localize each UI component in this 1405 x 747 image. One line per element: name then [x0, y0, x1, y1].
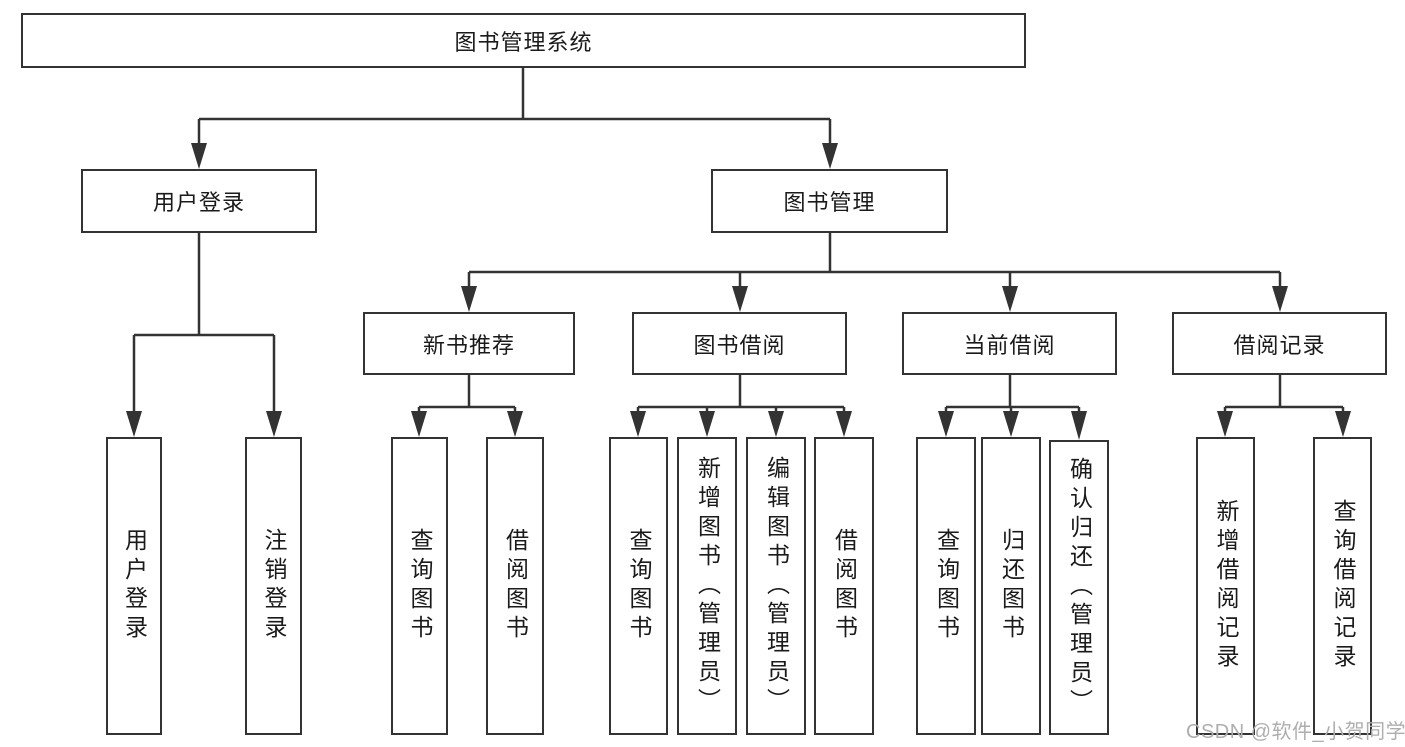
- node-label: 注销登录: [261, 528, 287, 644]
- node-borrow-books-leaf: 借阅图书: [814, 437, 874, 735]
- arrow-down-icon: [1071, 411, 1087, 440]
- connector-borrow-records-children: [1223, 375, 1345, 414]
- node-confirm-return-admin: 确认归还（管理员）: [1049, 440, 1109, 735]
- node-label: 借阅图书: [831, 528, 858, 644]
- arrow-down-icon: [191, 143, 207, 169]
- node-root: 图书管理系统: [21, 13, 1026, 68]
- node-label: 当前借阅: [963, 332, 1056, 358]
- arrowheads: [126, 143, 1351, 440]
- node-borrow-books-recommend: 借阅图书: [486, 437, 544, 735]
- connector-book-borrow-children: [636, 375, 846, 414]
- node-new-book-recommend: 新书推荐: [363, 312, 575, 375]
- node-query-books-recommend: 查询图书: [391, 437, 448, 735]
- node-user-login: 用户登录: [81, 169, 317, 233]
- node-edit-book-admin: 编辑图书（管理员）: [746, 437, 806, 735]
- node-query-books-current: 查询图书: [916, 437, 976, 735]
- node-label: 新增借阅记录: [1213, 499, 1239, 673]
- connector-new-book-recommend-children: [417, 375, 517, 414]
- node-borrow-records: 借阅记录: [1172, 312, 1387, 375]
- node-label: 查询图书: [933, 528, 960, 644]
- node-label: 新书推荐: [422, 332, 515, 358]
- connector-user-login-children: [132, 233, 276, 414]
- node-label: 新增图书（管理员）: [694, 455, 721, 717]
- node-query-borrow-record: 查询借阅记录: [1313, 437, 1372, 735]
- node-label: 图书管理系统: [454, 29, 593, 55]
- node-current-borrow: 当前借阅: [902, 312, 1117, 375]
- node-label: 用户登录: [121, 528, 148, 644]
- node-label: 图书管理: [783, 190, 876, 215]
- node-return-books: 归还图书: [981, 437, 1041, 735]
- node-book-borrow: 图书借阅: [632, 312, 847, 375]
- arrow-down-icon: [630, 411, 646, 437]
- node-label: 查询图书: [407, 528, 433, 644]
- arrow-down-icon: [1335, 411, 1351, 437]
- node-query-books-borrow: 查询图书: [609, 437, 668, 735]
- connector-book-management-children: [467, 233, 1282, 289]
- arrow-down-icon: [836, 411, 852, 437]
- arrow-down-icon: [732, 286, 748, 312]
- arrow-down-icon: [1272, 286, 1288, 312]
- arrow-down-icon: [266, 411, 282, 437]
- node-add-borrow-record: 新增借阅记录: [1196, 437, 1255, 735]
- node-label: 借阅图书: [502, 528, 529, 644]
- arrow-down-icon: [822, 143, 838, 169]
- connector-paths: [132, 68, 1345, 414]
- node-logout-leaf: 注销登录: [245, 437, 302, 735]
- node-label: 借阅记录: [1233, 332, 1326, 358]
- arrow-down-icon: [699, 411, 715, 437]
- arrow-down-icon: [507, 411, 523, 437]
- connector-current-borrow-children: [944, 375, 1081, 414]
- node-user-login-leaf: 用户登录: [106, 437, 162, 735]
- arrow-down-icon: [1217, 411, 1233, 437]
- arrow-down-icon: [938, 411, 954, 437]
- node-label: 确认归还（管理员）: [1066, 457, 1093, 718]
- arrow-down-icon: [411, 411, 427, 437]
- arrow-down-icon: [1003, 411, 1019, 437]
- node-label: 查询借阅记录: [1330, 499, 1356, 673]
- csdn-watermark: CSDN @软件_小贺同学: [1186, 721, 1405, 743]
- node-label: 查询图书: [626, 528, 652, 644]
- arrow-down-icon: [461, 286, 477, 312]
- node-book-management: 图书管理: [711, 169, 948, 233]
- node-label: 用户登录: [152, 190, 245, 215]
- connector-root-to-level2: [197, 68, 832, 146]
- node-label: 归还图书: [998, 528, 1025, 644]
- node-label: 编辑图书（管理员）: [763, 455, 790, 717]
- arrow-down-icon: [1002, 286, 1018, 312]
- node-label: 图书借阅: [693, 332, 786, 358]
- arrow-down-icon: [768, 411, 784, 437]
- node-add-book-admin: 新增图书（管理员）: [677, 437, 737, 735]
- arrow-down-icon: [126, 411, 142, 437]
